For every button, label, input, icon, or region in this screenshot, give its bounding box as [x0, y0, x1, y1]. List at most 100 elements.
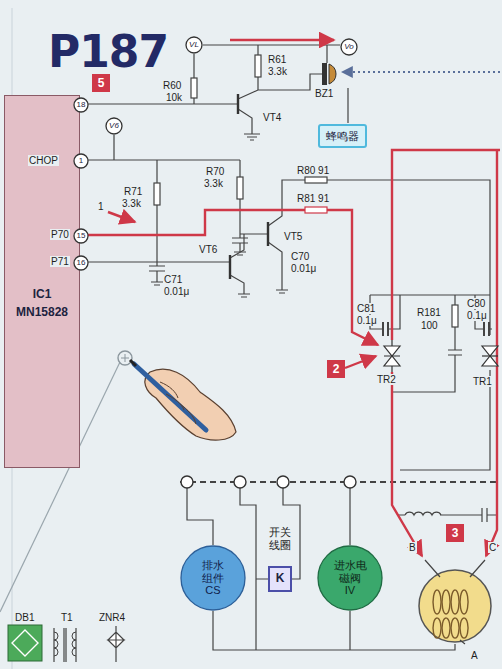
part-label: C81 — [356, 303, 376, 314]
part-label: TR2 — [376, 374, 397, 385]
coil-winding — [442, 590, 450, 614]
part-label: R80 91 — [296, 165, 330, 176]
part-label: CHOP — [28, 155, 59, 166]
node-text: 1 — [79, 156, 83, 165]
power-parts — [108, 626, 124, 662]
test-point: Vo — [340, 38, 358, 56]
ic-chip: 1811516IC1MN15828 — [4, 95, 80, 468]
hand-illustration — [118, 351, 132, 365]
node-text: MN15828 — [16, 306, 68, 320]
pin-circle: 18 — [73, 97, 89, 113]
wire — [88, 135, 240, 266]
wire — [88, 180, 305, 293]
node-text: 排水组件 — [201, 559, 225, 584]
part-label: BZ1 — [314, 88, 334, 99]
coil-winding — [433, 618, 441, 638]
part-label: 1 — [97, 201, 105, 212]
callout-number: 5 — [92, 74, 110, 92]
node-text: VL — [189, 40, 199, 49]
inlet-valve: 进水电磁阀IV — [317, 545, 383, 611]
signal-path — [88, 40, 500, 556]
node-text: 15 — [77, 231, 86, 240]
power-parts — [12, 630, 38, 656]
part-label: R60 — [162, 80, 182, 91]
node-outline — [106, 118, 122, 134]
part-label: 0.1μ — [356, 315, 378, 326]
part-label: R181 — [416, 307, 442, 318]
part-label: C70 — [290, 251, 310, 262]
resistor-symbol — [237, 177, 243, 199]
part-label: C — [488, 542, 497, 553]
signal-arrow — [342, 71, 500, 73]
page-title: P187 — [48, 28, 168, 76]
node-text: IV — [332, 584, 368, 597]
coil-winding — [460, 590, 468, 614]
pin-circle: 15 — [73, 228, 89, 244]
part-label: 0.01μ — [163, 286, 190, 297]
triac-symbol — [384, 340, 400, 372]
coil-winding — [451, 590, 459, 614]
part-label: TR1 — [472, 376, 493, 387]
motor-symbol — [425, 560, 485, 644]
node-text: V6 — [109, 121, 119, 130]
motor-symbol — [419, 570, 491, 642]
triac-symbol — [482, 346, 498, 366]
node-text: 18 — [77, 100, 86, 109]
power-parts — [8, 625, 42, 661]
node-outline — [341, 39, 357, 55]
node-text: K — [276, 572, 285, 586]
part-label: 100 — [420, 320, 439, 331]
hand-illustration — [121, 354, 129, 362]
part-label: VT6 — [198, 244, 218, 255]
part-label: C80 — [466, 298, 486, 309]
test-point: VL — [185, 36, 203, 54]
hand-illustration — [134, 364, 206, 430]
signal-path — [88, 210, 378, 345]
resistor-symbol — [255, 55, 261, 77]
resistor-symbol — [154, 183, 160, 205]
part-label: 3.3k — [203, 178, 224, 189]
signal-path — [345, 356, 376, 368]
part-label: C71 — [163, 274, 183, 285]
signal-path — [108, 212, 135, 222]
buzzer-symbol — [322, 63, 336, 85]
coil-winding — [460, 618, 468, 638]
wire — [203, 45, 340, 99]
hand-illustration — [130, 360, 136, 366]
resistor-symbol — [305, 207, 327, 213]
part-label: 3.3k — [121, 198, 142, 209]
node-outline — [186, 37, 202, 53]
part-label: ZNR4 — [98, 612, 126, 623]
motor-symbol — [419, 560, 491, 644]
test-point: V6 — [105, 117, 123, 135]
wire — [448, 350, 462, 355]
node-text: Vo — [344, 42, 354, 51]
part-label: 0.1μ — [466, 310, 488, 321]
coil-winding — [442, 618, 450, 638]
wire — [244, 134, 260, 140]
part-label: P71 — [50, 256, 70, 267]
terminal — [181, 476, 356, 488]
motor-symbol — [433, 590, 468, 638]
part-label: 3.3k — [267, 66, 288, 77]
signal-path — [392, 150, 500, 340]
terminal — [181, 476, 193, 488]
power-parts — [54, 632, 76, 656]
switch-coil: 开关线圈K — [268, 566, 292, 592]
node-text: 16 — [77, 258, 86, 267]
node-outline — [74, 229, 88, 243]
coil-winding — [433, 590, 441, 614]
terminal — [344, 476, 356, 488]
resistor-symbol — [191, 78, 197, 98]
wire — [398, 508, 498, 522]
part-label: A — [470, 650, 479, 661]
node-text: CS — [201, 584, 225, 597]
part-label: R61 — [267, 54, 287, 65]
node-outline — [74, 154, 88, 168]
part-label: 0.01μ — [290, 263, 317, 274]
part-label: VT5 — [283, 231, 303, 242]
node-text: 开关线圈 — [267, 526, 293, 551]
wire — [88, 45, 500, 650]
signal-path — [230, 39, 334, 41]
